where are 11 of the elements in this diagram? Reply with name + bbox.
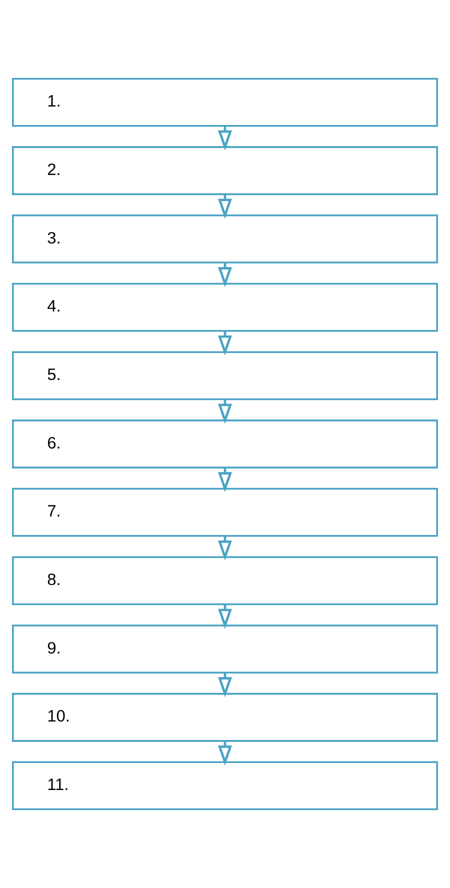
node-box: 6. (12, 420, 438, 468)
node-box: 8. (12, 556, 438, 606)
node-box: 5. (12, 351, 438, 400)
node-box: 11. (12, 761, 438, 810)
node-box: 4. (12, 282, 438, 332)
node-box: 10. (12, 692, 438, 742)
node-box: 2. (12, 146, 438, 196)
node-box: 3. (12, 214, 438, 264)
node-box: 9. (12, 624, 438, 674)
node-box: 7. (12, 488, 438, 537)
node-box: 1. (12, 78, 438, 127)
